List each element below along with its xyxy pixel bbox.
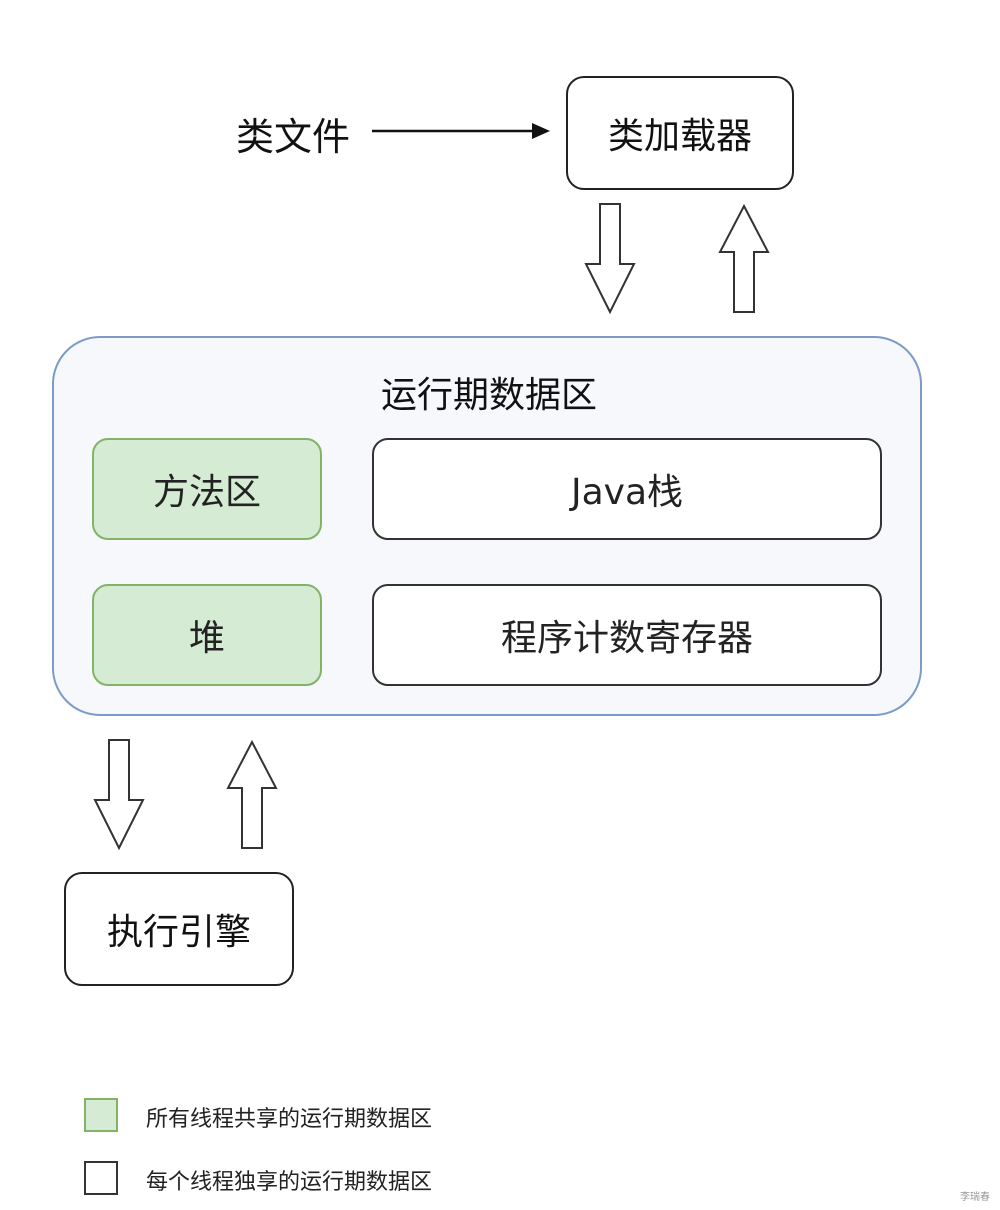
- runtime-area-title: 运行期数据区: [380, 375, 597, 416]
- execution-engine-label: 执行引擎: [106, 912, 251, 953]
- execution-engine-box: 执行引擎: [64, 872, 294, 986]
- pc-register-label: 程序计数寄存器: [500, 618, 753, 659]
- legend-shared-label: 所有线程共享的运行期数据区: [146, 1107, 433, 1132]
- loader-up-arrow: [718, 203, 770, 313]
- class-loader-label: 类加载器: [607, 116, 752, 157]
- watermark: 李瑞春: [960, 1192, 990, 1203]
- pc-register-box: 程序计数寄存器: [372, 584, 882, 686]
- java-stack-box: Java栈: [372, 438, 882, 540]
- class-file-to-loader-arrow: [372, 123, 550, 139]
- class-loader-box: 类加载器: [566, 76, 794, 190]
- class-file-label: 类文件: [236, 115, 351, 159]
- engine-up-arrow: [226, 739, 278, 849]
- legend-private-label: 每个线程独享的运行期数据区: [146, 1170, 433, 1195]
- legend-shared-swatch: [84, 1098, 118, 1132]
- method-area-label: 方法区: [152, 472, 261, 513]
- heap-label: 堆: [188, 618, 225, 659]
- runtime-data-area: 运行期数据区 方法区 Java栈 堆 程序计数寄存器: [52, 336, 922, 716]
- java-stack-label: Java栈: [570, 472, 684, 513]
- heap-box: 堆: [92, 584, 322, 686]
- engine-down-arrow: [93, 739, 145, 851]
- legend-private-swatch: [84, 1161, 118, 1195]
- loader-down-arrow: [584, 203, 636, 315]
- method-area-box: 方法区: [92, 438, 322, 540]
